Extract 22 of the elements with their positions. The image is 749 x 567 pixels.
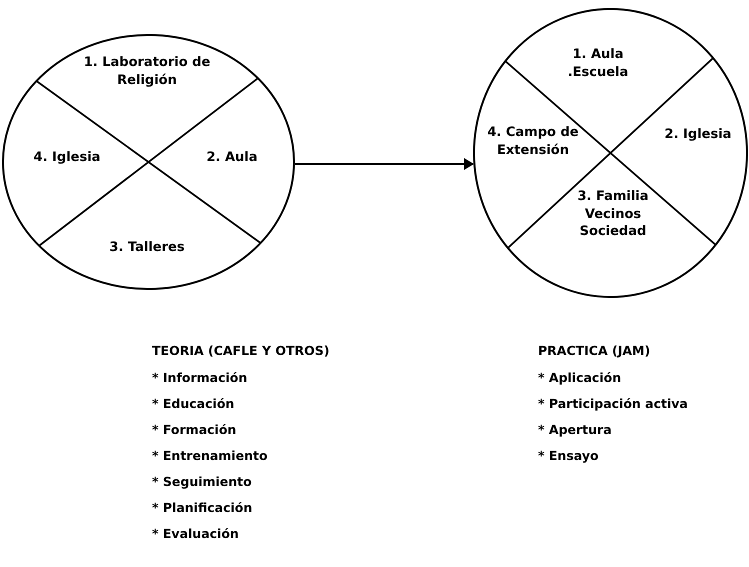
bullet-item: * Participación activa <box>538 396 688 411</box>
arrow <box>295 158 474 170</box>
segment-label: 4. Campo de Extensión <box>486 124 580 160</box>
bullet-item: * Apertura <box>538 422 612 437</box>
segment-label: 3. Familia Vecinos Sociedad <box>576 188 650 241</box>
segment-label: 1. Laboratorio de Religión <box>82 54 212 90</box>
segment-label: 4. Iglesia <box>32 149 102 167</box>
bullet-item: * Evaluación <box>152 526 239 541</box>
column-heading: PRACTICA (JAM) <box>538 343 650 358</box>
bullet-item: * Ensayo <box>538 448 599 463</box>
segment-label: 3. Talleres <box>108 239 186 257</box>
bullet-item: * Educación <box>152 396 234 411</box>
bullet-item: * Seguimiento <box>152 474 252 489</box>
column-heading: TEORIA (CAFLE Y OTROS) <box>152 343 330 358</box>
segment-label: 2. Iglesia <box>664 126 732 144</box>
bullet-item: * Entrenamiento <box>152 448 268 463</box>
segment-label: 1. Aula .Escuela <box>566 46 630 82</box>
bullet-item: * Planificación <box>152 500 252 515</box>
segment-label: 2. Aula <box>205 149 259 167</box>
bullet-item: * Formación <box>152 422 236 437</box>
bullet-item: * Información <box>152 370 248 385</box>
bullet-item: * Aplicación <box>538 370 622 385</box>
